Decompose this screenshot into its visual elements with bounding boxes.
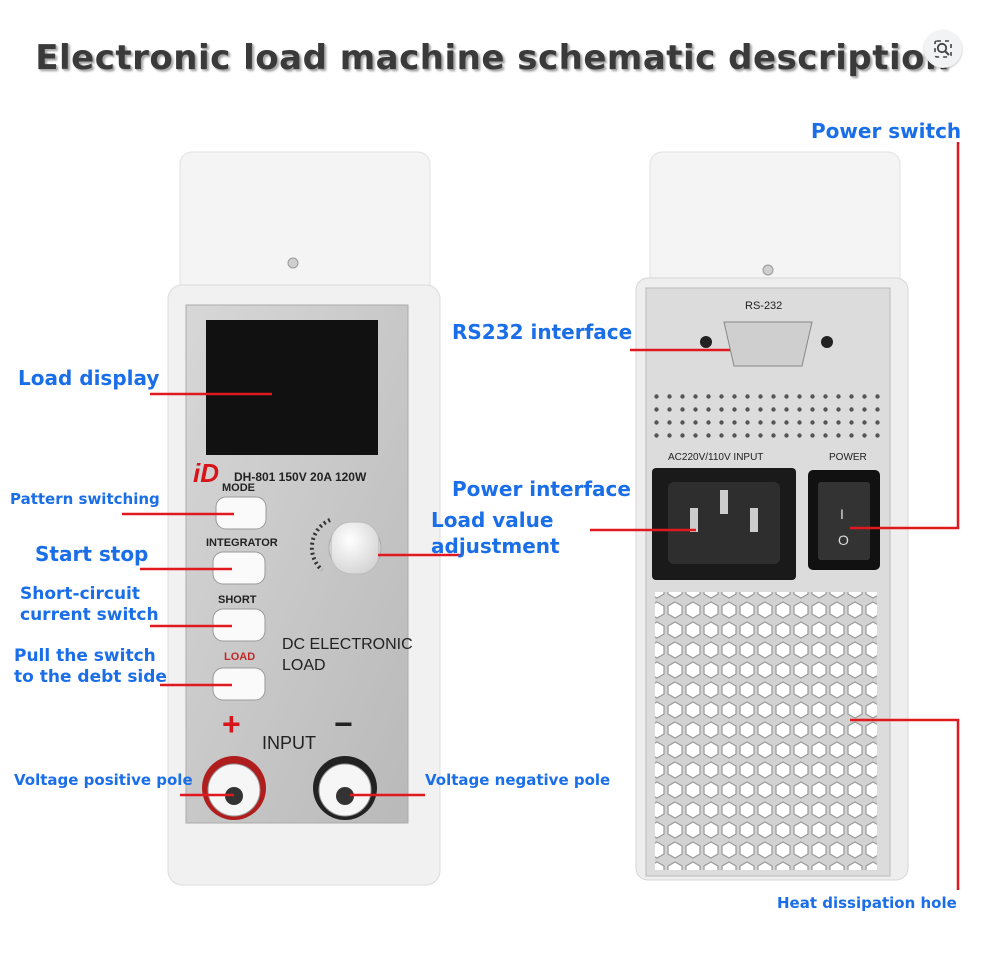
load-text: LOAD xyxy=(224,651,256,663)
power-text: POWER xyxy=(829,452,867,463)
label-pattern-switching: Pattern switching xyxy=(10,490,160,508)
leader-lines xyxy=(122,142,960,890)
label-pull-switch-2: to the debt side xyxy=(14,667,167,687)
label-short-circuit-1: Short-circuit xyxy=(20,584,141,604)
dc-load-text: LOAD xyxy=(282,657,326,674)
load-display-screen xyxy=(206,320,378,455)
minus-sign: − xyxy=(334,706,353,742)
label-power-interface: Power interface xyxy=(452,477,631,501)
lens-glyph xyxy=(934,40,952,58)
back-unit xyxy=(635,151,909,881)
brand-logo: iD xyxy=(193,458,219,488)
dc-electronic-text: DC ELECTRONIC xyxy=(282,636,413,653)
rs232-port xyxy=(723,321,813,367)
model-text: DH-801 150V 20A 120W xyxy=(234,470,367,484)
integrator-text: INTEGRATOR xyxy=(206,537,278,549)
label-start-stop: Start stop xyxy=(35,542,149,566)
image-search-lens-icon[interactable] xyxy=(924,30,962,68)
label-heat-dissipation: Heat dissipation hole xyxy=(777,894,957,912)
page-title: Electronic load machine schematic descri… xyxy=(35,38,950,78)
label-voltage-positive: Voltage positive pole xyxy=(14,771,193,789)
mode-text: MODE xyxy=(222,482,255,494)
label-short-circuit-2: current switch xyxy=(20,605,159,625)
label-voltage-negative: Voltage negative pole xyxy=(425,771,611,789)
label-rs232-interface: RS232 interface xyxy=(452,320,633,344)
label-load-display: Load display xyxy=(18,366,160,390)
switch-on-mark: I xyxy=(840,506,844,522)
label-power-switch: Power switch xyxy=(811,119,962,143)
short-text: SHORT xyxy=(218,594,257,606)
label-pull-switch-1: Pull the switch xyxy=(14,646,156,666)
rs232-text: RS-232 xyxy=(745,300,783,312)
ac-input-text: AC220V/110V INPUT xyxy=(668,452,764,463)
top-vent-holes xyxy=(652,392,884,446)
label-load-value-2: adjustment xyxy=(431,534,560,558)
label-load-value-1: Load value xyxy=(431,508,554,532)
heat-dissipation-vent xyxy=(655,592,877,870)
switch-off-mark: O xyxy=(838,532,849,548)
plus-sign: + xyxy=(222,706,241,742)
input-text: INPUT xyxy=(262,733,316,753)
front-unit xyxy=(167,151,441,886)
